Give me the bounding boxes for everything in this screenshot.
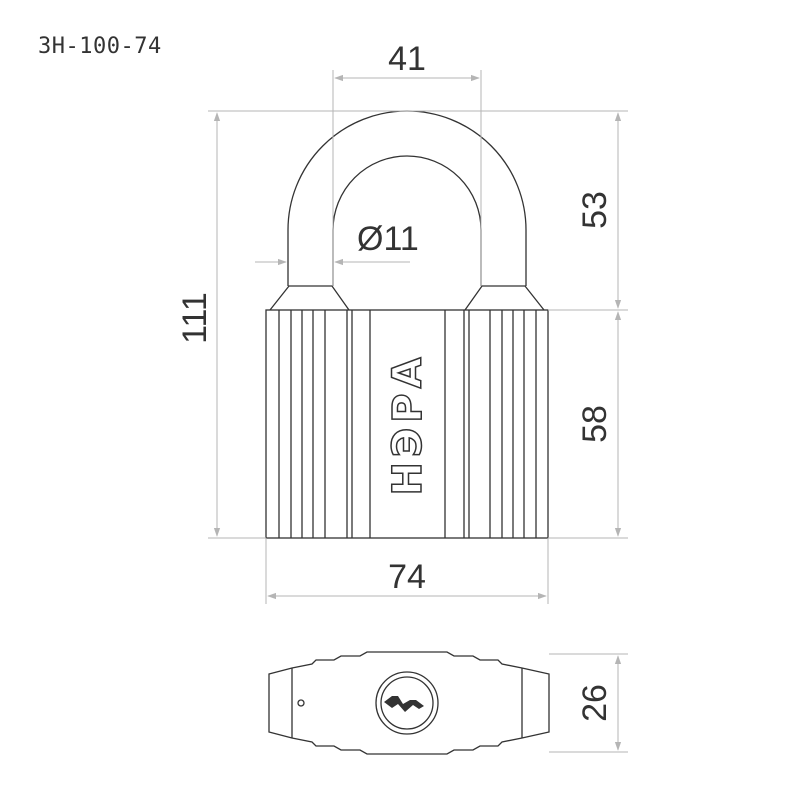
- dimension-shackle-width: [332, 70, 482, 286]
- brand-logo: НЭРА: [385, 352, 431, 495]
- lock-top-view: [268, 651, 550, 755]
- dimension-shackle-height: [400, 110, 628, 311]
- label-body-width: 74: [388, 558, 426, 596]
- shackle: [269, 110, 545, 311]
- dimension-body-width: [265, 538, 549, 604]
- label-shackle-width: 41: [388, 40, 426, 78]
- label-shackle-height: 53: [576, 191, 614, 229]
- keyhole-icon: [375, 671, 439, 735]
- dimension-total-height: [208, 110, 400, 539]
- dimension-body-height: [548, 311, 628, 539]
- lock-body-front: [265, 309, 549, 539]
- label-body-thickness: 26: [576, 684, 614, 722]
- label-body-height: 58: [576, 405, 614, 443]
- model-code: 3H-100-74: [38, 34, 162, 59]
- label-total-height: 111: [176, 292, 214, 344]
- dimension-body-thickness: [549, 653, 628, 753]
- label-shackle-diameter: Ø11: [357, 220, 419, 258]
